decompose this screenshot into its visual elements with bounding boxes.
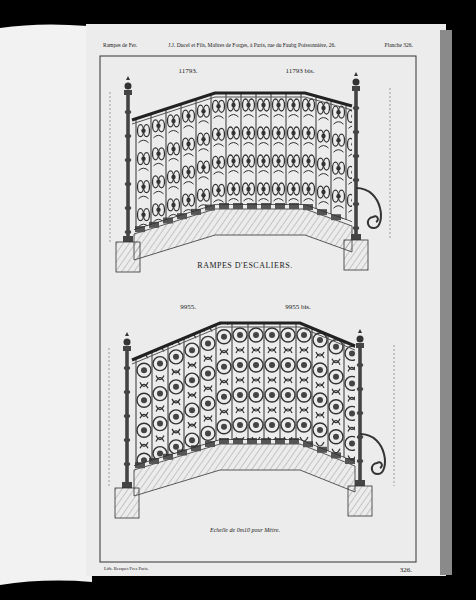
hand-rail bbox=[132, 323, 355, 360]
model-number: 11793. bbox=[179, 68, 198, 75]
plate-title: RAMPES D'ESCALIERS. bbox=[197, 262, 292, 270]
stair-stringer bbox=[134, 209, 352, 260]
iron-scrollwork bbox=[134, 93, 360, 240]
plate-inscription: Planche 326. bbox=[385, 43, 413, 49]
volute bbox=[360, 434, 385, 474]
plate-inscription: Rampes de Fer. bbox=[103, 43, 137, 49]
scale-note: Echelle de 0m10 pour Mètre. bbox=[210, 527, 280, 533]
left-page bbox=[0, 24, 92, 585]
stair-railing bbox=[109, 319, 394, 518]
volute bbox=[356, 188, 381, 228]
plate-border bbox=[100, 56, 416, 562]
page-edges bbox=[440, 30, 452, 575]
iron-scrollwork bbox=[134, 319, 359, 476]
model-number: 9955 bis. bbox=[285, 304, 311, 311]
stair-railing bbox=[110, 72, 390, 272]
model-number: 9955. bbox=[180, 304, 196, 311]
plate-inscription: 326. bbox=[400, 567, 412, 574]
right-page bbox=[86, 24, 446, 576]
plate-inscription: J.J. Ducel et Fils, Maîtres de Forges, à… bbox=[168, 43, 335, 49]
model-number: 11793 bis. bbox=[286, 68, 315, 75]
stair-stringer bbox=[134, 444, 355, 496]
plate-inscription: Lith. Becquet Fres Paris. bbox=[104, 567, 149, 572]
